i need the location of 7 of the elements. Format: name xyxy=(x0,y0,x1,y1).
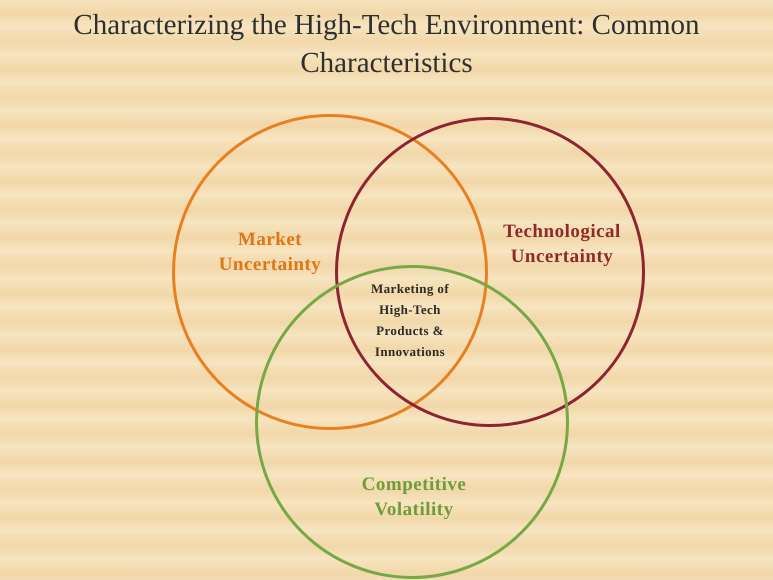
venn-circle xyxy=(335,117,645,427)
circle-label: Market Uncertainty xyxy=(218,228,322,277)
venn-circle xyxy=(172,114,488,430)
circle-label: Competitive Volatility xyxy=(360,473,468,522)
title: Characterizing the High-Tech Environment: Common Characteristics xyxy=(72,8,701,81)
overlap-label: Marketing of High-Tech Products & Innovations xyxy=(370,280,450,361)
circle-label: Technological Uncertainty xyxy=(502,220,622,269)
